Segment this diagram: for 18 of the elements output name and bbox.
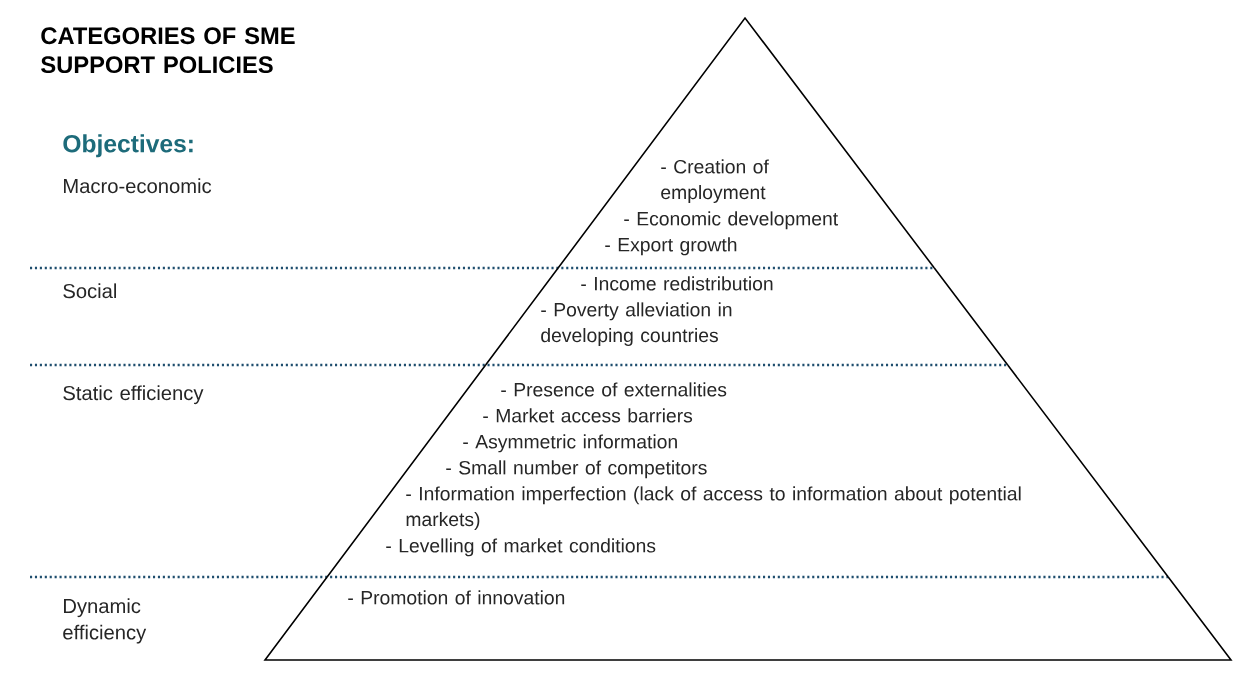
bullet-text: - Creation of employment — [661, 159, 769, 203]
bullet-text: - Information imperfection (lack of access to information about potential markets) — [406, 486, 1021, 530]
section-heading: Objectives: — [63, 134, 193, 158]
bullet-text: - Income redistribution — [581, 276, 773, 291]
row-label: Dynamic efficiency — [63, 598, 147, 644]
bullet-text: - Market access barriers — [483, 408, 693, 423]
bullet-text: - Promotion of innovation — [348, 590, 565, 605]
row-label: Static efficiency — [63, 385, 204, 405]
row-label: Social — [63, 283, 117, 299]
bullet-text: - Poverty alleviation in developing countries — [541, 302, 732, 346]
title: CATEGORIES OF SME SUPPORT POLICIES — [41, 27, 295, 74]
bullet-text: - Levelling of market conditions — [386, 538, 656, 557]
bullet-text: - Asymmetric information — [463, 434, 677, 453]
bullet-text: - Export growth — [605, 237, 737, 256]
bullet-text: - Small number of competitors — [446, 460, 707, 479]
bullet-text: - Economic development — [624, 211, 838, 230]
bullet-text: - Presence of externalities — [501, 382, 727, 397]
row-label: Macro-economic — [64, 178, 212, 194]
